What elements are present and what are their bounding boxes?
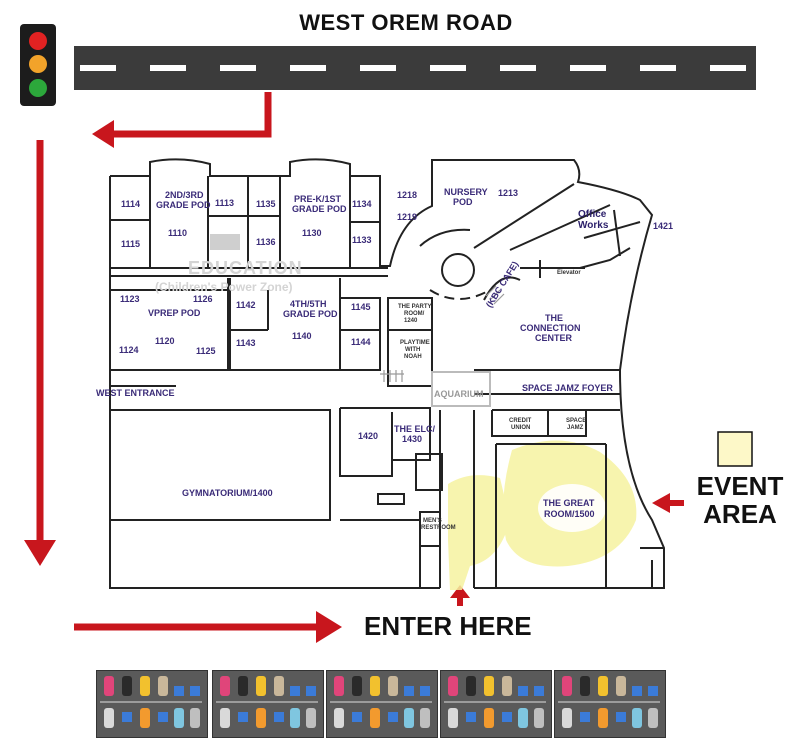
event-label-line1: EVENT xyxy=(696,471,784,501)
road-name: WEST OREM ROAD xyxy=(299,10,513,35)
space-jamz: SPACE xyxy=(566,418,587,424)
room-1133: 1133 xyxy=(352,235,372,245)
pod-2-3-sub: GRADE POD xyxy=(156,200,211,210)
room-1113: 1113 xyxy=(215,198,235,208)
connection-the: THE xyxy=(545,313,563,323)
parking-lot xyxy=(212,670,324,738)
room-1135: 1135 xyxy=(256,199,276,209)
room-1126: 1126 xyxy=(193,294,213,304)
west-entrance: WEST ENTRANCE xyxy=(96,388,175,398)
room-1142: 1142 xyxy=(236,300,256,310)
pod-prek-1-sub: GRADE POD xyxy=(292,204,347,214)
room-1140: 1140 xyxy=(292,331,312,341)
arrow-heads xyxy=(24,120,684,643)
playtime-noah: NOAH xyxy=(404,354,422,360)
enter-here-label: ENTER HERE xyxy=(364,611,532,641)
mens-restroom: MEN'S xyxy=(423,518,442,524)
room-1421: 1421 xyxy=(653,221,674,231)
nursery-pod: NURSERY xyxy=(444,187,488,197)
event-label-line2: AREA xyxy=(703,499,777,529)
room-1123: 1123 xyxy=(120,294,140,304)
connection-center-sub: CENTER xyxy=(535,333,573,343)
office-works-sub: Works xyxy=(578,220,609,231)
nursery-pod-sub: POD xyxy=(453,197,473,207)
education-sub-watermark: (Children's Power Zone) xyxy=(155,280,293,294)
vprep-pod: VPREP POD xyxy=(148,308,201,318)
credit-union-sub: UNION xyxy=(511,425,531,431)
grey-box xyxy=(210,234,240,250)
elc: THE ELC/ xyxy=(394,424,436,434)
parking-lot xyxy=(440,670,552,738)
floor-plan xyxy=(109,158,665,589)
party-room-sub: ROOM/ xyxy=(404,311,425,317)
pod-prek-1: PRE-K/1ST xyxy=(294,194,342,204)
room-1124: 1124 xyxy=(119,345,139,355)
traffic-light-icon xyxy=(20,24,56,106)
room-1114: 1114 xyxy=(121,199,141,209)
playtime: PLAYTIME xyxy=(400,340,430,346)
pod-4-5: 4TH/5TH xyxy=(290,299,327,309)
office-works: Office xyxy=(578,209,607,220)
parking-lot xyxy=(326,670,438,738)
elc-num: 1430 xyxy=(402,434,423,444)
room-1213: 1213 xyxy=(498,188,519,198)
room-1218: 1218 xyxy=(397,190,418,200)
gymnatorium: GYMNATORIUM/1400 xyxy=(182,488,273,498)
elevator: Elevator xyxy=(557,270,581,276)
education-watermark: EDUCATION xyxy=(188,258,303,278)
room-1125: 1125 xyxy=(196,346,216,356)
room-1134: 1134 xyxy=(352,199,372,209)
room-1130: 1130 xyxy=(302,228,322,238)
room-1219: 1219 xyxy=(397,212,418,222)
road xyxy=(74,46,756,90)
space-jamz-foyer: SPACE JAMZ FOYER xyxy=(522,383,613,393)
room-1144: 1144 xyxy=(351,337,371,347)
party-room: THE PARTY xyxy=(398,304,432,310)
parking-lot xyxy=(96,670,208,738)
room-1136: 1136 xyxy=(256,237,276,247)
event-area-label: EVENT AREA xyxy=(690,472,790,528)
pod-4-5-sub: GRADE POD xyxy=(283,309,338,319)
event-area-marker xyxy=(717,431,753,467)
great-room-num: ROOM/1500 xyxy=(544,509,595,519)
aquarium: AQUARIUM xyxy=(434,389,484,399)
car-set xyxy=(100,676,202,728)
room-1145: 1145 xyxy=(351,302,371,312)
room-1110: 1110 xyxy=(168,228,188,238)
playtime-with: WITH xyxy=(405,347,421,353)
space-jamz-sub: JAMZ xyxy=(567,425,584,431)
room-1143: 1143 xyxy=(236,338,256,348)
connection-center: CONNECTION xyxy=(520,323,581,333)
mens-restroom-sub: RESTROOM xyxy=(421,525,456,531)
credit-union: CREDIT xyxy=(509,418,532,424)
party-room-num: 1240 xyxy=(404,318,418,324)
route-arrows xyxy=(36,92,318,631)
pod-2-3: 2ND/3RD xyxy=(165,190,204,200)
great-room: THE GREAT xyxy=(543,498,595,508)
room-1120: 1120 xyxy=(155,336,175,346)
room-1420: 1420 xyxy=(358,431,379,441)
stairs-icon xyxy=(380,285,505,382)
parking-lot xyxy=(554,670,666,738)
room-1115: 1115 xyxy=(121,239,141,249)
